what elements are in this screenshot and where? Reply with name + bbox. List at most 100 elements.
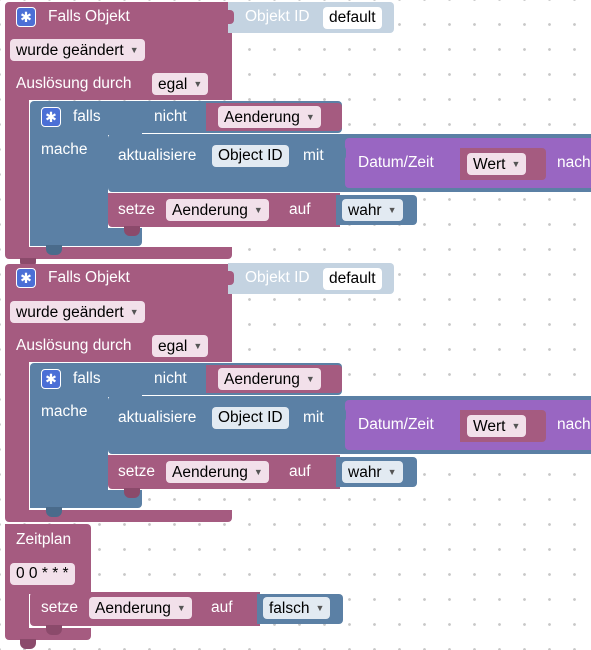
set-variable: Aenderung [95,600,171,617]
boolean-dropdown[interactable]: falsch ▼ [263,597,331,619]
object-id-value[interactable]: default [323,7,382,29]
if-block-body [30,392,108,508]
boolean-dropdown[interactable]: wahr ▼ [342,199,403,221]
caused-by-dropdown[interactable]: egal ▼ [152,335,209,357]
if-label: falls [73,108,101,125]
set-variable: Aenderung [172,202,248,219]
gear-icon[interactable]: ✱ [41,107,61,127]
if-block-footer [30,228,142,246]
gear-icon[interactable]: ✱ [16,268,36,288]
dropdown-arrow-icon: ▼ [305,112,315,122]
schedule-block-bottom-tab [20,639,36,649]
set-label: setze [118,201,156,218]
object-id-label: Objekt ID [245,269,310,286]
not-label: nicht [154,370,187,387]
set-variable-dropdown[interactable]: Aenderung ▼ [166,199,269,221]
event-block-footer [5,510,232,522]
do-label: mache [41,141,88,158]
trigger-dropdown-value: wurde geändert [16,304,124,321]
dropdown-arrow-icon: ▼ [315,603,325,613]
set-variable-dropdown[interactable]: Aenderung ▼ [166,461,269,483]
input-notch [134,108,140,122]
with-label: mit [303,147,324,164]
event-title: Falls Objekt [48,269,130,286]
event-block-spine [5,96,29,252]
object-id-label: Objekt ID [245,8,310,25]
cron-field[interactable]: 0 0 * * * [10,563,75,585]
set-block-bottom-tab [124,226,140,236]
trigger-dropdown[interactable]: wurde geändert ▼ [10,39,145,61]
to-label: auf [289,463,311,480]
set-block-bottom-tab [46,625,62,635]
condition-variable: Aenderung [224,109,300,126]
dropdown-arrow-icon: ▼ [129,45,139,55]
set-variable: Aenderung [172,464,248,481]
dropdown-arrow-icon: ▼ [193,341,203,351]
condition-variable-dropdown[interactable]: Aenderung ▼ [218,368,321,390]
value-dropdown-value: Wert [473,156,506,173]
gear-icon[interactable]: ✱ [41,369,61,389]
event-block-footer [5,247,232,259]
with-label: mit [303,409,324,426]
trigger-dropdown-value: wurde geändert [16,42,124,59]
dropdown-arrow-icon: ▼ [387,205,397,215]
object-id-value[interactable]: default [323,268,382,290]
input-notch [340,146,346,160]
event-block-bottom-tab [20,258,36,268]
dropdown-arrow-icon: ▼ [511,159,521,169]
update-label: aktualisiere [118,409,197,426]
dropdown-arrow-icon: ▼ [253,467,263,477]
schedule-title: Zeitplan [16,531,72,548]
input-notch [134,370,140,384]
to-label: auf [211,599,233,616]
boolean-value: falsch [269,600,310,617]
event-block-spine [5,358,29,514]
dropdown-arrow-icon: ▼ [305,374,315,384]
input-notch [228,10,234,24]
if-block-bottom-tab [46,507,62,517]
datetime-label: Datum/Zeit [358,154,434,171]
update-object-field[interactable]: Object ID [212,407,289,429]
datetime-label: Datum/Zeit [358,416,434,433]
set-block-bottom-tab [124,488,140,498]
trigger-dropdown[interactable]: wurde geändert ▼ [10,301,145,323]
if-block-bottom-tab [46,245,62,255]
after-label: nach [557,416,591,433]
boolean-value: wahr [348,202,382,219]
input-notch [340,408,346,422]
update-label: aktualisiere [118,147,197,164]
boolean-dropdown[interactable]: wahr ▼ [342,461,403,483]
not-label: nicht [154,108,187,125]
if-label: falls [73,370,101,387]
caused-by-value: egal [158,76,188,93]
boolean-value: wahr [348,464,382,481]
value-dropdown[interactable]: Wert ▼ [467,415,527,437]
value-dropdown[interactable]: Wert ▼ [467,153,527,175]
condition-variable-dropdown[interactable]: Aenderung ▼ [218,106,321,128]
update-object-field[interactable]: Object ID [212,145,289,167]
dropdown-arrow-icon: ▼ [387,467,397,477]
caused-by-label: Auslösung durch [16,337,132,354]
dropdown-arrow-icon: ▼ [193,79,203,89]
if-block-body [30,130,108,246]
caused-by-dropdown[interactable]: egal ▼ [152,73,209,95]
dropdown-arrow-icon: ▼ [511,421,521,431]
do-label: mache [41,403,88,420]
after-label: nach [557,154,591,171]
event-title: Falls Objekt [48,8,130,25]
to-label: auf [289,201,311,218]
gear-icon[interactable]: ✱ [16,7,36,27]
dropdown-arrow-icon: ▼ [129,307,139,317]
condition-variable: Aenderung [224,371,300,388]
set-label: setze [41,599,79,616]
set-label: setze [118,463,156,480]
if-block-footer [30,490,142,508]
caused-by-value: egal [158,338,188,355]
set-variable-dropdown[interactable]: Aenderung ▼ [89,597,192,619]
dropdown-arrow-icon: ▼ [253,205,263,215]
schedule-block-spine [5,590,29,634]
value-dropdown-value: Wert [473,418,506,435]
dropdown-arrow-icon: ▼ [176,603,186,613]
input-notch [228,271,234,285]
